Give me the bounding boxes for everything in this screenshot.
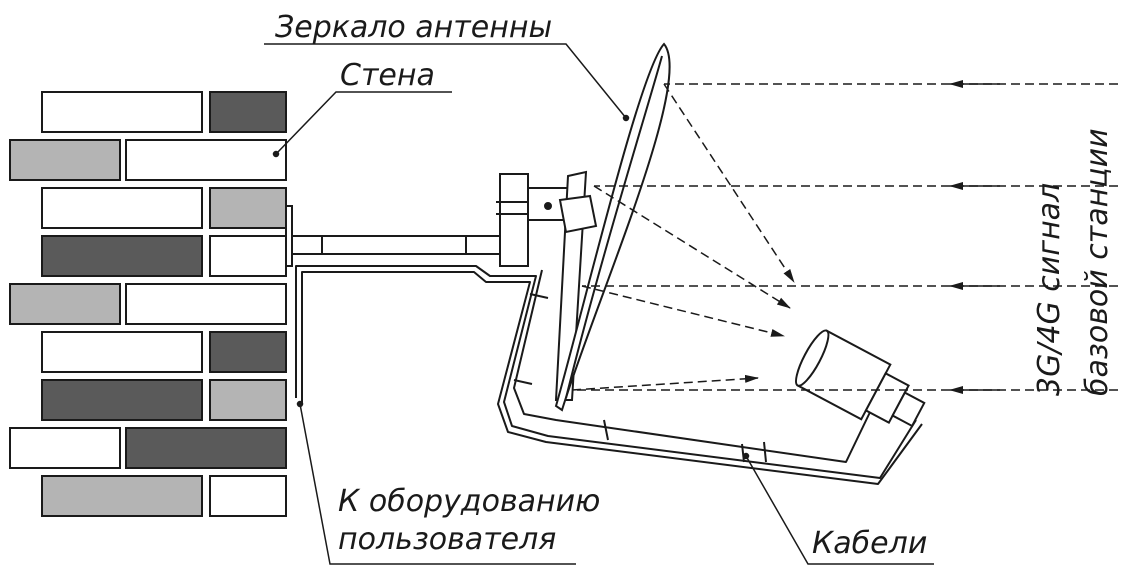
brick xyxy=(9,427,121,469)
brick xyxy=(125,139,287,181)
brick xyxy=(41,187,203,229)
brick xyxy=(41,331,203,373)
leader-lines xyxy=(264,43,934,565)
cable-route xyxy=(295,265,923,485)
brick xyxy=(209,475,287,517)
brick xyxy=(9,139,121,181)
brick xyxy=(125,283,287,325)
cable xyxy=(513,269,873,463)
brick xyxy=(209,187,287,229)
signal-label-line2: базовой станции xyxy=(1080,128,1115,396)
signal-label-line1: 3G/4G сигнал xyxy=(1032,182,1067,396)
brick xyxy=(41,235,203,277)
feed-converter xyxy=(795,329,926,428)
brick xyxy=(41,475,203,517)
equipment-label-line2: пользователя xyxy=(338,522,557,557)
cable xyxy=(301,271,923,485)
equipment-label-line1: К оборудованию xyxy=(338,484,601,519)
reflected-ray xyxy=(663,83,795,283)
brick xyxy=(41,91,203,133)
antenna-mirror xyxy=(554,42,671,412)
signal-label: 3G/4G сигнал базовой станции xyxy=(1032,96,1115,396)
reflected-ray xyxy=(581,285,785,337)
signal-lines xyxy=(572,80,1118,394)
cable xyxy=(295,265,917,479)
wall-label: Стена xyxy=(340,58,435,93)
cables-label: Кабели xyxy=(812,526,928,561)
brick xyxy=(209,331,287,373)
brick xyxy=(9,283,121,325)
reflected-ray xyxy=(593,185,791,309)
dish-support-arm xyxy=(554,170,598,401)
reflected-ray xyxy=(571,374,759,391)
reflected-rays xyxy=(571,83,795,391)
brick xyxy=(209,235,287,277)
brick xyxy=(41,379,203,421)
brick xyxy=(125,427,287,469)
brick xyxy=(209,379,287,421)
mirror-label: Зеркало антенны xyxy=(275,10,553,45)
mirror-leader xyxy=(264,43,627,119)
bracket-arm xyxy=(291,235,505,255)
equipment-leader xyxy=(299,403,576,565)
wall-leader xyxy=(275,91,452,155)
mast-clamp xyxy=(496,173,569,267)
brick xyxy=(209,91,287,133)
brick-wall xyxy=(9,91,287,517)
cables-leader xyxy=(745,455,934,565)
